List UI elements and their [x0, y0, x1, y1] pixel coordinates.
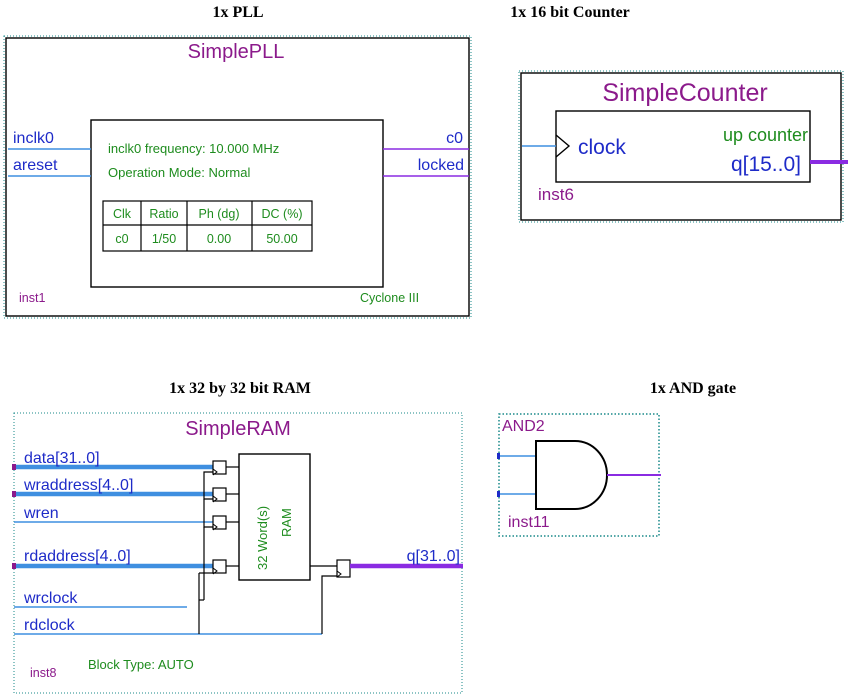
- counter-clock-triangle: [555, 134, 571, 158]
- pll-pin-areset: areset: [13, 157, 58, 174]
- ram-input-registers: [212, 460, 227, 574]
- pll-clock-table: Clk Ratio Ph (dg) DC (%) c0 1/50 0.00 50…: [102, 200, 313, 252]
- pll-block[interactable]: SimplePLL inclk0 areset c0 locked inclk0…: [3, 35, 472, 319]
- pll-mode: Operation Mode: Normal: [108, 165, 250, 180]
- and-instance: inst11: [508, 514, 550, 531]
- counter-title: SimpleCounter: [602, 79, 767, 107]
- and-gate-symbol: [535, 440, 608, 510]
- caption-pll: 1x PLL: [212, 4, 263, 21]
- pll-table-cell-ratio: 1/50: [152, 232, 176, 246]
- counter-instance: inst6: [538, 185, 574, 204]
- pll-pin-c0: c0: [446, 130, 463, 147]
- ram-pin-stubs: [12, 464, 16, 569]
- ram-instance: inst8: [30, 666, 56, 680]
- pll-title: SimplePLL: [188, 41, 285, 63]
- counter-pin-clock: clock: [578, 136, 626, 159]
- caption-and: 1x AND gate: [650, 380, 736, 397]
- ram-pin-wren: wren: [23, 505, 59, 522]
- ram-pin-wraddress: wraddress[4..0]: [23, 477, 133, 494]
- ram-pin-rdclock: rdclock: [24, 617, 76, 634]
- pll-table-header-phase: Ph (dg): [199, 207, 240, 221]
- caption-counter: 1x 16 bit Counter: [510, 4, 630, 21]
- ram-title: SimpleRAM: [185, 418, 291, 440]
- and-title: AND2: [502, 418, 545, 435]
- pll-table-header-ratio: Ratio: [149, 207, 178, 221]
- ram-block[interactable]: SimpleRAM data[31..0] wraddress[4..0] wr…: [12, 412, 463, 694]
- ram-dotted-border: [13, 412, 463, 694]
- pll-outer-frame: [5, 37, 470, 317]
- ram-output-register: [336, 559, 351, 578]
- ram-clock-routing: [198, 466, 337, 634]
- ram-output-register-clock: [336, 570, 342, 578]
- pll-core-box: [90, 119, 384, 288]
- counter-block[interactable]: SimpleCounter clock up counter q[15..0] …: [518, 70, 848, 223]
- ram-core-label: RAM: [279, 508, 294, 537]
- ram-pin-data: data[31..0]: [24, 450, 100, 467]
- counter-outer-frame: [520, 72, 842, 221]
- pll-pin-inclk0: inclk0: [13, 130, 54, 147]
- pll-table-header-clk: Clk: [113, 207, 132, 221]
- pll-table-cell-clk: c0: [115, 232, 128, 246]
- and-pin-stubs: [497, 453, 500, 497]
- pll-device: Cyclone III: [360, 291, 419, 305]
- ram-block-type: Block Type: AUTO: [88, 657, 194, 672]
- pll-pin-locked: locked: [418, 157, 464, 174]
- pll-instance: inst1: [19, 291, 45, 305]
- ram-pin-rdaddress: rdaddress[4..0]: [24, 548, 131, 565]
- counter-type-label: up counter: [723, 125, 808, 145]
- pll-table-cell-dc: 50.00: [266, 232, 297, 246]
- pll-dotted-border: [3, 35, 472, 319]
- pll-table-header-dc: DC (%): [262, 207, 303, 221]
- counter-dotted-border: [518, 70, 844, 223]
- ram-register-clocks: [212, 468, 218, 575]
- ram-pin-q: q[31..0]: [407, 548, 460, 565]
- and-gate-block[interactable]: AND2 inst11: [497, 413, 661, 537]
- caption-ram: 1x 32 by 32 bit RAM: [169, 380, 311, 397]
- ram-core-box: [238, 453, 311, 581]
- pll-frequency: inclk0 frequency: 10.000 MHz: [108, 141, 279, 156]
- ram-pin-wrclock: wrclock: [23, 590, 78, 607]
- counter-pin-q: q[15..0]: [731, 153, 801, 176]
- ram-core-words: 32 Word(s): [255, 506, 270, 570]
- pll-table-cell-phase: 0.00: [207, 232, 231, 246]
